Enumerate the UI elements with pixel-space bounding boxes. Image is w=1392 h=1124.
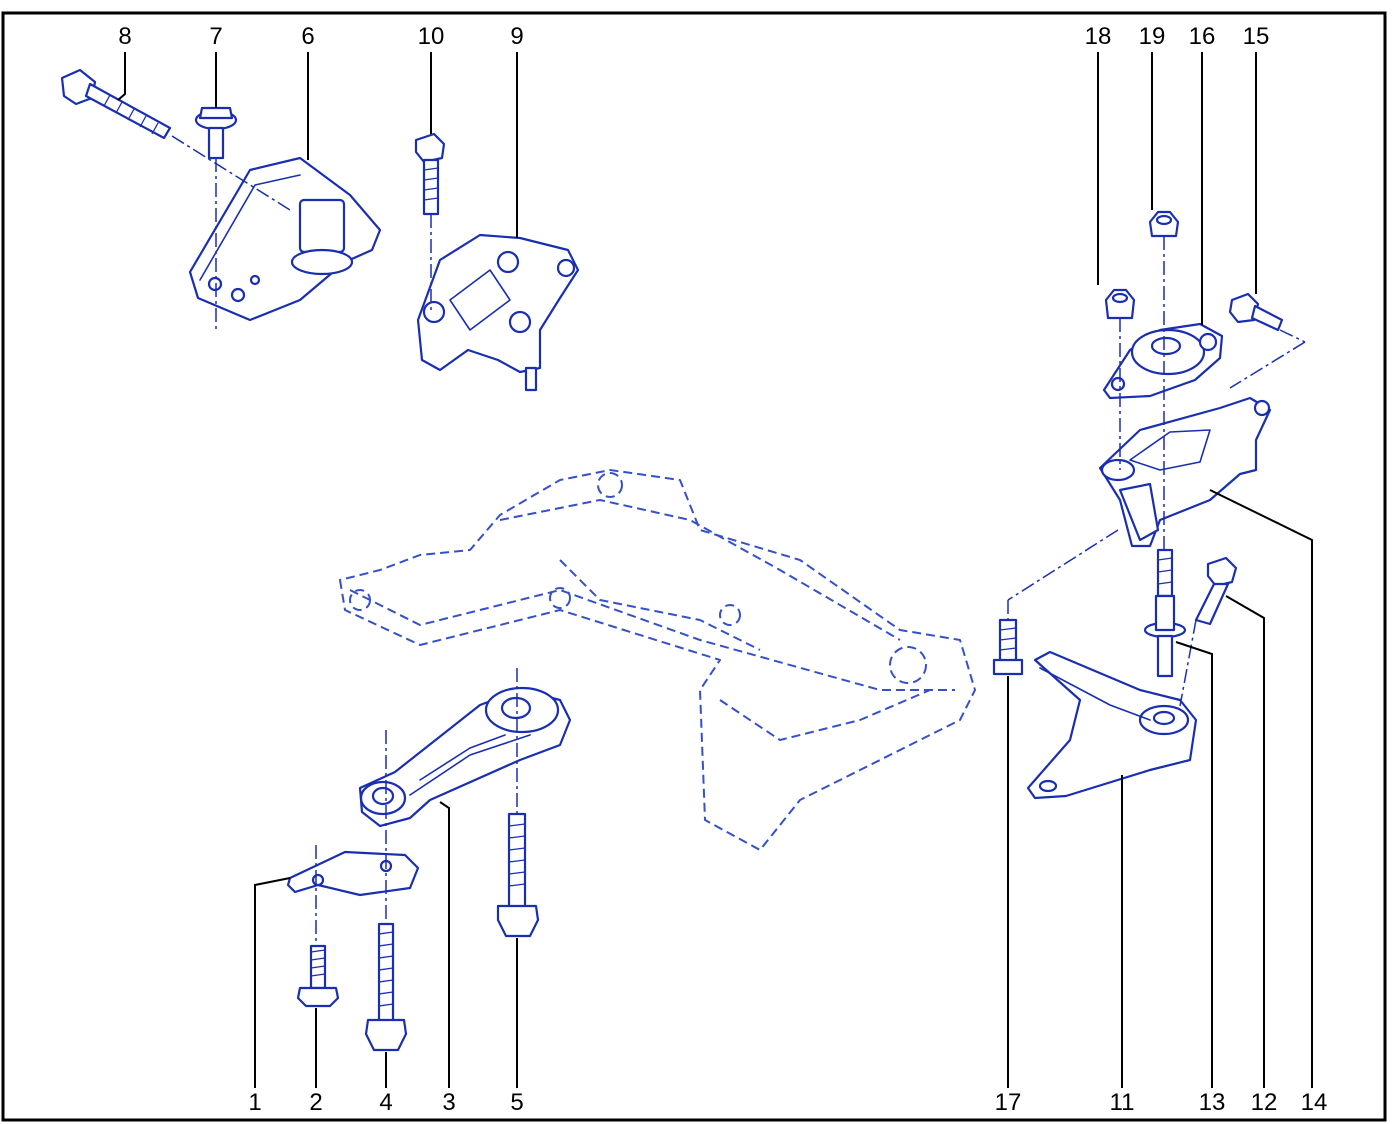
- bracket-14: [1098, 396, 1272, 548]
- engine-mount-6: [188, 156, 382, 322]
- callout-8: 8: [118, 23, 131, 50]
- bolt-15: [1228, 292, 1284, 332]
- callout-9: 9: [510, 23, 523, 50]
- transmission-mount-16: [1102, 322, 1224, 400]
- bolt-5: [496, 812, 540, 938]
- bolt-12: [1194, 556, 1238, 626]
- callout-5: 5: [510, 1089, 523, 1116]
- bolt-4: [364, 922, 408, 1052]
- callout-11: 11: [1110, 1089, 1135, 1116]
- callout-10: 10: [418, 23, 445, 50]
- bolt-13: [1143, 548, 1187, 678]
- callout-17: 17: [995, 1089, 1022, 1116]
- callout-3: 3: [442, 1089, 455, 1116]
- callout-6: 6: [301, 23, 314, 50]
- callout-15: 15: [1243, 23, 1270, 50]
- assembly-axes: [171, 135, 1306, 945]
- bolt-17: [992, 618, 1024, 676]
- bolt-2: [296, 944, 340, 1008]
- callout-7: 7: [209, 23, 222, 50]
- callout-1: 1: [248, 1089, 261, 1116]
- callout-18: 18: [1085, 23, 1112, 50]
- callout-numbers: 1 2 3 4 5 6 7 8 9 10 11 12 13 14 15 16 1…: [118, 23, 1327, 1116]
- callout-4: 4: [379, 1089, 392, 1116]
- bracket-9: [416, 233, 580, 392]
- leader-lines: [117, 52, 1313, 1088]
- nut-18: [1104, 288, 1136, 320]
- bolt-8: [60, 68, 172, 140]
- callout-14: 14: [1301, 1089, 1328, 1116]
- callout-2: 2: [309, 1089, 322, 1116]
- nut-19: [1148, 210, 1180, 238]
- bolt-10: [414, 132, 446, 216]
- bracket-11: [1026, 650, 1198, 800]
- callout-19: 19: [1139, 23, 1166, 50]
- callout-12: 12: [1251, 1089, 1278, 1116]
- callout-16: 16: [1189, 23, 1216, 50]
- callout-13: 13: [1199, 1089, 1226, 1116]
- nut-7: [194, 106, 238, 160]
- front-subframe: [339, 469, 976, 851]
- diagram-frame: [1, 11, 1387, 1122]
